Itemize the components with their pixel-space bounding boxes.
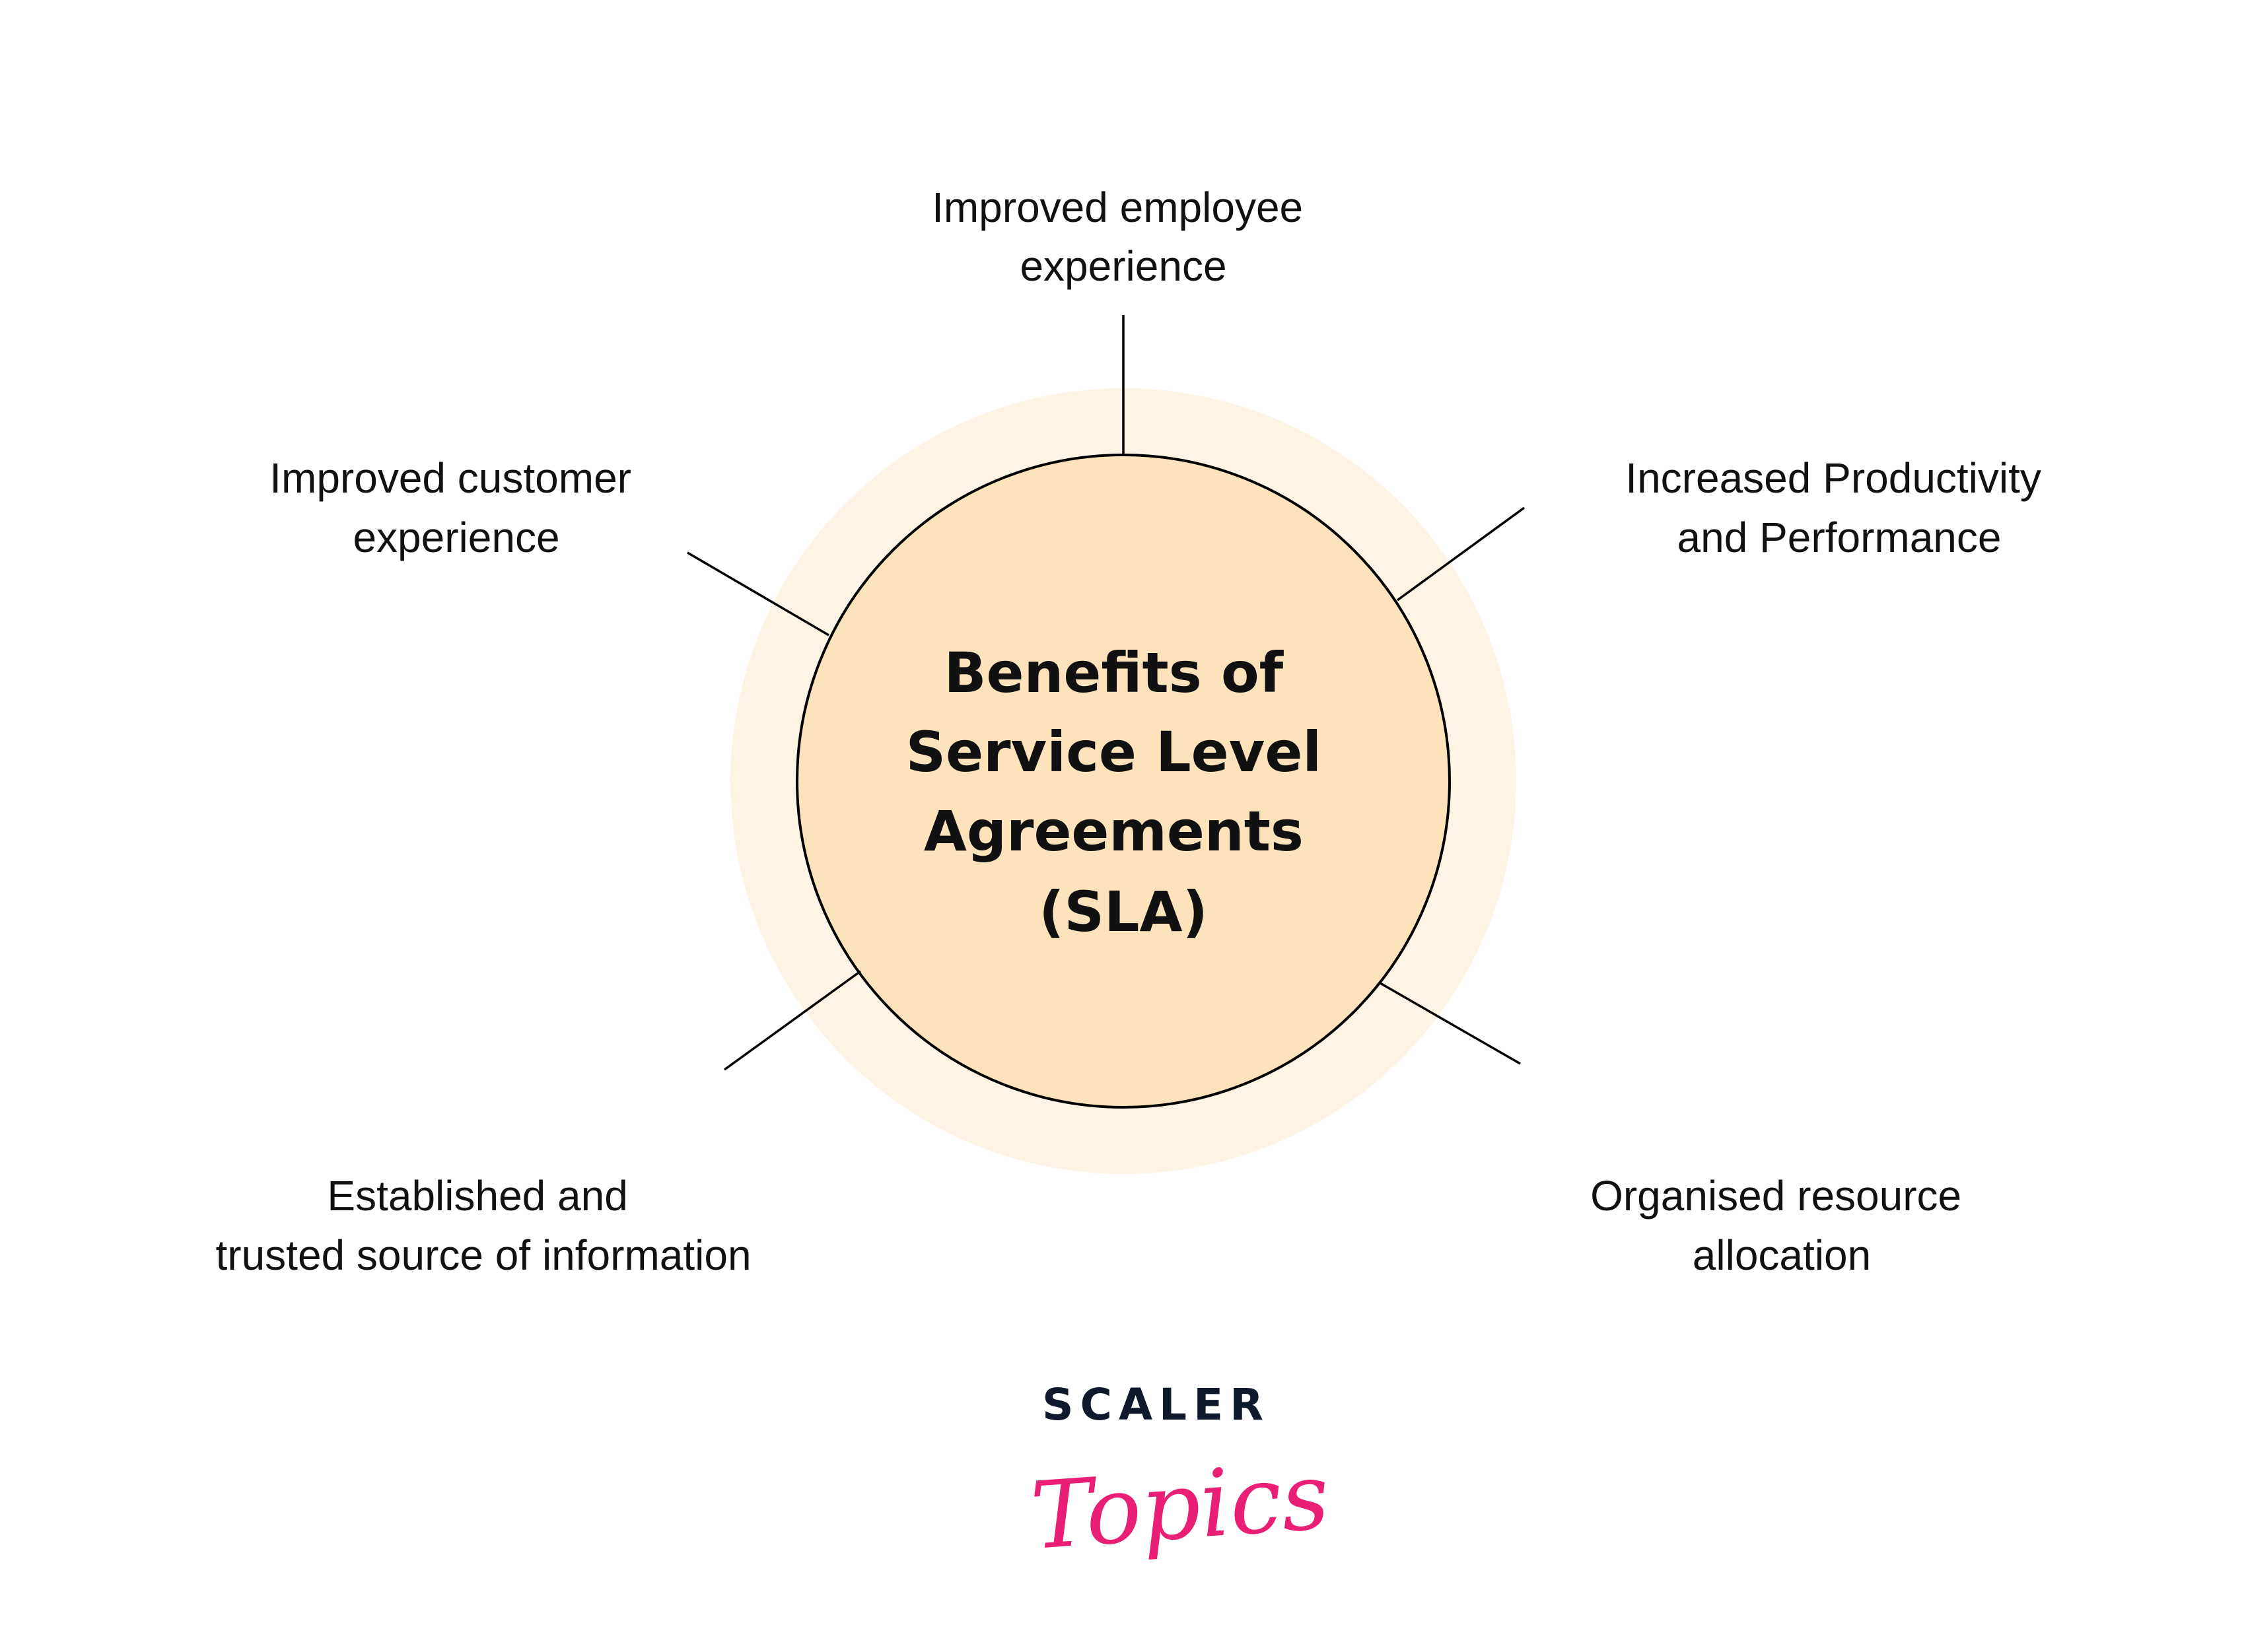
benefit-line: Improved employee — [932, 184, 1303, 231]
scaler-topics-logo: SCALER Topics — [1028, 1379, 1333, 1571]
connector-upper-right — [1396, 506, 1526, 602]
benefit-line: Established and — [327, 1172, 627, 1220]
benefit-productivity: Increased Productivity and Performance — [1625, 454, 2053, 561]
benefit-line: and Performance — [1677, 514, 2002, 561]
benefit-line: experience — [353, 514, 559, 561]
center-title-line: (SLA) — [1039, 879, 1208, 944]
logo-topics-text: Topics — [1028, 1443, 1333, 1571]
benefit-line: Organised resource — [1590, 1172, 1961, 1220]
benefit-line: Increased Productivity — [1625, 454, 2041, 502]
benefit-line: experience — [1020, 242, 1226, 290]
benefit-customer-experience: Improved customer experience — [269, 454, 643, 561]
connector-upper-left — [687, 551, 829, 637]
benefit-line: Improved customer — [269, 454, 631, 502]
benefit-line: allocation — [1693, 1231, 1871, 1279]
center-title: Benefits of Service Level Agreements (SL… — [906, 640, 1341, 944]
benefit-employee-experience: Improved employee experience — [932, 184, 1315, 290]
benefit-resource-allocation: Organised resource allocation — [1590, 1172, 1973, 1279]
logo-scaler-text: SCALER — [1042, 1379, 1270, 1430]
benefit-line: trusted source of information — [215, 1231, 751, 1279]
connector-lower-right — [1380, 982, 1521, 1065]
benefit-trusted-source: Established and trusted source of inform… — [215, 1172, 751, 1279]
center-title-line: Agreements — [924, 799, 1304, 864]
center-title-line: Benefits of — [944, 640, 1284, 705]
connector-lower-left — [723, 970, 862, 1071]
center-title-line: Service Level — [906, 720, 1321, 784]
